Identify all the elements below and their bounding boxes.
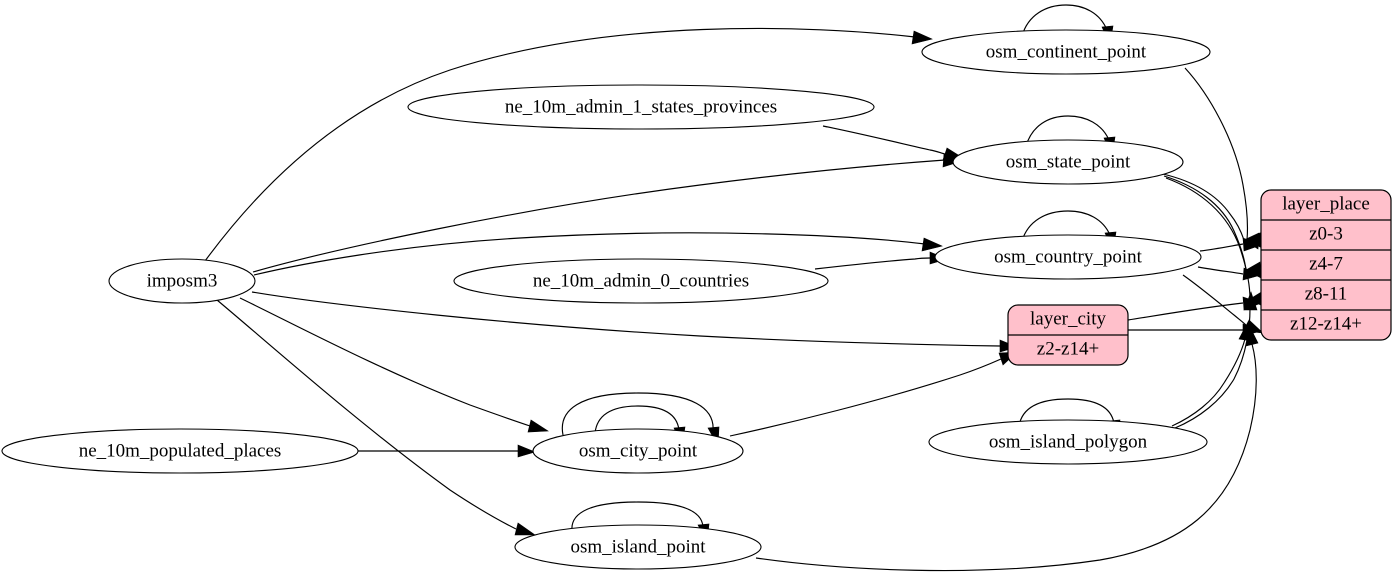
- node-ne_10m_admin_0_countries[interactable]: ne_10m_admin_0_countries: [453, 258, 829, 304]
- edge-osm_country_point-to-layer_place-z0-3: [1199, 237, 1262, 252]
- record-layer_place-row-header: layer_place: [1282, 193, 1370, 214]
- edge-osm_city_point-to-layer_city: [729, 351, 1018, 437]
- record-layer: layer_city z2-z14+ layer_place z0-3 z4-7…: [1007, 189, 1392, 366]
- edge-imposm3-to-osm_country_point: [253, 232, 943, 276]
- node-osm_island_point[interactable]: osm_island_point: [514, 524, 762, 570]
- edge-ne_10m_populated_places-to-osm_city_point: [358, 444, 536, 458]
- node-label-osm_country_point: osm_country_point: [994, 246, 1142, 267]
- node-label-osm_island_point: osm_island_point: [570, 536, 706, 557]
- node-label-osm_continent_point: osm_continent_point: [986, 41, 1147, 62]
- record-layer_place-row-z4-7[interactable]: z4-7: [1309, 253, 1343, 274]
- edge-imposm3-to-osm_island_point: [216, 299, 536, 536]
- node-label-osm_state_point: osm_state_point: [1006, 151, 1131, 172]
- edge-osm_island_polygon-to-layer_place-z12-z14+: [1171, 321, 1253, 427]
- edge-osm_continent_point-to-layer_place-z0-3: [1184, 67, 1263, 249]
- node-layer: imposm3 ne_10m_populated_places ne_10m_a…: [1, 29, 1211, 570]
- edge-imposm3-to-osm_city_point: [239, 297, 549, 433]
- edge-osm_state_point-to-layer_place-z0-3: [1162, 173, 1260, 250]
- node-osm_continent_point[interactable]: osm_continent_point: [921, 29, 1211, 75]
- record-layer_city-row-header: layer_city: [1030, 308, 1106, 329]
- edge-ne_10m_admin_1_states_provinces-to-osm_state_point: [822, 125, 964, 161]
- record-layer_place[interactable]: layer_place z0-3 z4-7 z8-11 z12-z14+: [1260, 189, 1392, 341]
- node-label-ne_10m_admin_0_countries: ne_10m_admin_0_countries: [533, 270, 749, 291]
- edge-osm_island_point-to-layer_place-z12-z14+: [755, 326, 1259, 572]
- node-osm_state_point[interactable]: osm_state_point: [952, 139, 1184, 185]
- edge-imposm3-to-osm_state_point: [252, 153, 963, 273]
- node-label-osm_island_polygon: osm_island_polygon: [989, 431, 1148, 452]
- record-layer_place-body: [1260, 189, 1392, 341]
- record-layer_place-row-z0-3[interactable]: z0-3: [1309, 223, 1343, 244]
- node-imposm3[interactable]: imposm3: [108, 258, 256, 304]
- node-label-ne_10m_populated_places: ne_10m_populated_places: [79, 440, 282, 461]
- edge-osm_island_polygon-to-layer_place-z8-11: [1174, 291, 1258, 429]
- record-layer_city[interactable]: layer_city z2-z14+: [1007, 304, 1129, 366]
- node-label-imposm3: imposm3: [147, 270, 218, 291]
- record-layer_city-row-z2-z14[interactable]: z2-z14+: [1037, 338, 1099, 359]
- node-osm_city_point[interactable]: osm_city_point: [532, 428, 744, 474]
- edge-layer_city-to-layer_place-z12-z14+: [1128, 323, 1262, 337]
- edge-layer_city-to-layer_place-z8-11: [1127, 296, 1262, 321]
- record-layer_place-row-z12-z14[interactable]: z12-z14+: [1290, 313, 1362, 334]
- node-label-osm_city_point: osm_city_point: [579, 440, 698, 461]
- edge-imposm3-to-osm_continent_point: [204, 27, 933, 262]
- node-ne_10m_admin_1_states_provinces[interactable]: ne_10m_admin_1_states_provinces: [407, 84, 875, 130]
- node-label-ne_10m_admin_1_states_provinces: ne_10m_admin_1_states_provinces: [505, 96, 777, 117]
- node-osm_island_polygon[interactable]: osm_island_polygon: [928, 419, 1208, 465]
- node-ne_10m_populated_places[interactable]: ne_10m_populated_places: [1, 428, 359, 474]
- node-osm_country_point[interactable]: osm_country_point: [934, 234, 1202, 280]
- edge-osm_country_point-to-layer_place-z4-7: [1197, 266, 1262, 281]
- record-layer_place-row-z8-11[interactable]: z8-11: [1305, 283, 1348, 304]
- edge-ne_10m_admin_0_countries-to-osm_country_point: [814, 251, 948, 270]
